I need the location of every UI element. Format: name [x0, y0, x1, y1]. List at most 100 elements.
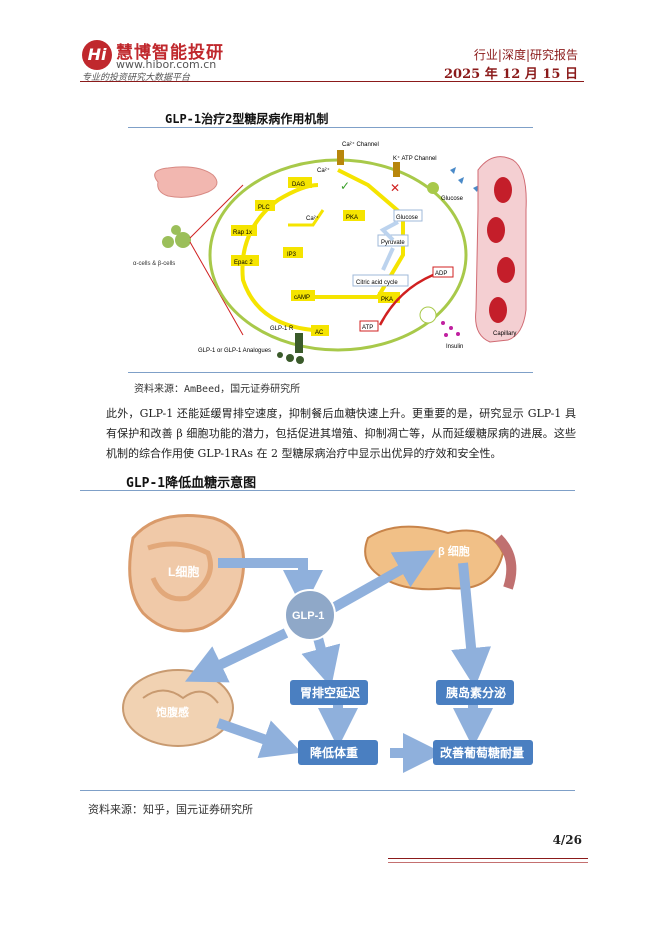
zoom-line-bottom	[189, 241, 244, 336]
agonist-dot-3	[277, 352, 283, 358]
box-pyruvate	[377, 234, 409, 247]
cells-label: α-cells & β-cells	[133, 261, 175, 267]
label-weight: 降低体重	[310, 745, 358, 760]
box-gastric	[290, 680, 368, 705]
insulin-dot-1	[441, 321, 445, 325]
page-number: 4/26	[552, 833, 582, 847]
label-insulin-secretion: 胰岛素分泌	[446, 685, 506, 700]
label-k-channel: K⁺ ATP Channel	[393, 155, 437, 162]
arrow-adp-atp	[378, 273, 434, 326]
footer-divider-1	[388, 858, 588, 859]
label-atp: ATP	[362, 325, 373, 331]
label-l-cell: L细胞	[168, 564, 199, 579]
label-ca1: Ca²⁺	[317, 167, 330, 174]
label-insulin: Insulin	[446, 344, 463, 350]
k-channel-icon	[393, 162, 400, 177]
glp1-glucose-lowering-diagram: L细胞 β 细胞 饱腹感 GLP-1 胃排空延迟 胰岛素分泌 降低体重 改善葡萄…	[122, 514, 533, 773]
label-glucose-in: Glucose	[396, 215, 419, 221]
logo-icon: Hi	[82, 40, 112, 70]
label-satiety: 饱腹感	[156, 705, 189, 719]
label-glucose-out: Glucose	[441, 196, 464, 202]
logo-url[interactable]: www.hibor.com.cn	[116, 58, 217, 71]
box-atp	[359, 320, 379, 332]
zoom-line-top	[189, 184, 244, 239]
label-ip3: IP3	[287, 252, 297, 258]
islet-cell-2	[162, 236, 174, 248]
insulin-dot-3	[456, 332, 460, 336]
box-ip3	[283, 247, 303, 258]
label-adp: ADP	[435, 271, 447, 277]
brain-image	[122, 669, 234, 747]
islet-cell-1	[175, 232, 191, 248]
box-weight	[298, 740, 378, 765]
logo-slogan: 专业的投资研究大数据平台	[82, 73, 191, 83]
brain-fold	[142, 689, 219, 704]
label-gastric: 胃排空延迟	[300, 685, 360, 700]
insulin-granule	[419, 306, 437, 324]
report-date: 2025 年 12 月 15 日	[444, 67, 578, 82]
label-pka-top: PKA	[346, 215, 358, 221]
figure2-top-rule	[80, 490, 575, 491]
label-agonist: GLP-1 or GLP-1 Analogues	[198, 348, 271, 354]
ca-channel-icon	[337, 150, 344, 165]
pancreas-shape	[154, 166, 218, 198]
box-rap	[231, 225, 257, 236]
label-tolerance: 改善葡萄糖耐量	[440, 745, 524, 760]
box-tolerance	[433, 740, 533, 765]
figure1-top-rule	[128, 127, 533, 128]
body-paragraph: 此外，GLP-1 还能延缓胃排空速度，抑制餐后血糖快速上升。更重要的是，研究显示…	[106, 407, 576, 460]
arrow-lcell-glp1	[218, 558, 323, 610]
box-pka-bottom	[378, 292, 400, 303]
islet-cell-3	[171, 225, 181, 235]
label-glp1: GLP-1	[292, 610, 324, 622]
agonist-dot-2	[296, 356, 304, 364]
box-dag	[288, 177, 312, 188]
figure1-source: 资料来源：AmBeed，国元证券研究所	[134, 384, 301, 395]
box-ac	[311, 325, 329, 336]
red-blood-cell-1	[494, 177, 512, 203]
label-ca-channel: Ca²⁺ Channel	[342, 141, 379, 148]
arrow-glp1-gastric	[301, 636, 341, 688]
footer-divider-2	[388, 862, 588, 863]
label-beta-cell: β 细胞	[438, 544, 470, 558]
arrow-pyruvate-citric	[381, 247, 395, 271]
insulin-dot-2	[449, 326, 453, 330]
figure2-source: 资料来源：知乎，国元证券研究所	[88, 803, 253, 816]
glucose-transporter-icon	[427, 182, 439, 194]
glucose-triangle-1	[458, 177, 464, 184]
red-blood-cell-3	[497, 257, 515, 283]
logo-name: 慧博智能投研	[116, 43, 224, 63]
arrow-glp1-brain	[184, 628, 289, 683]
label-plc: PLC	[258, 205, 270, 211]
box-camp	[291, 290, 315, 301]
capillary-vessel	[475, 156, 527, 343]
label-ac: AC	[315, 330, 324, 336]
label-receptor: GLP-1 R	[270, 326, 294, 332]
glp1-receptor-icon	[295, 333, 303, 353]
pathway-left	[240, 183, 319, 332]
label-epac: Epac 2	[234, 260, 253, 266]
figure2-bottom-rule	[80, 790, 575, 791]
figure1-bottom-rule	[128, 372, 533, 373]
duodenum-shape	[494, 534, 517, 590]
box-citric	[352, 274, 409, 287]
box-pka-top	[343, 210, 365, 221]
box-insulin	[436, 680, 514, 705]
arrow-beta-insulin	[451, 562, 492, 688]
cross-icon: ✕	[390, 181, 400, 195]
arrow-glp1-beta	[330, 550, 436, 613]
report-type: 行业|深度|研究报告	[473, 48, 578, 62]
label-camp: cAMP	[294, 295, 310, 301]
arrow-satiety-weight	[216, 718, 302, 759]
label-rap: Rap 1x	[233, 230, 252, 236]
label-pka-bottom: PKA	[381, 297, 393, 303]
red-blood-cell-4	[489, 297, 507, 323]
label-dag: DAG	[292, 182, 305, 188]
figure2-title: GLP-1降低血糖示意图	[126, 476, 257, 491]
box-epac	[231, 255, 259, 266]
insulin-dot-4	[444, 333, 448, 337]
red-blood-cell-2	[487, 217, 505, 243]
header-divider	[80, 81, 584, 82]
intestine-coil	[147, 541, 213, 602]
agonist-dot-1	[286, 354, 294, 362]
